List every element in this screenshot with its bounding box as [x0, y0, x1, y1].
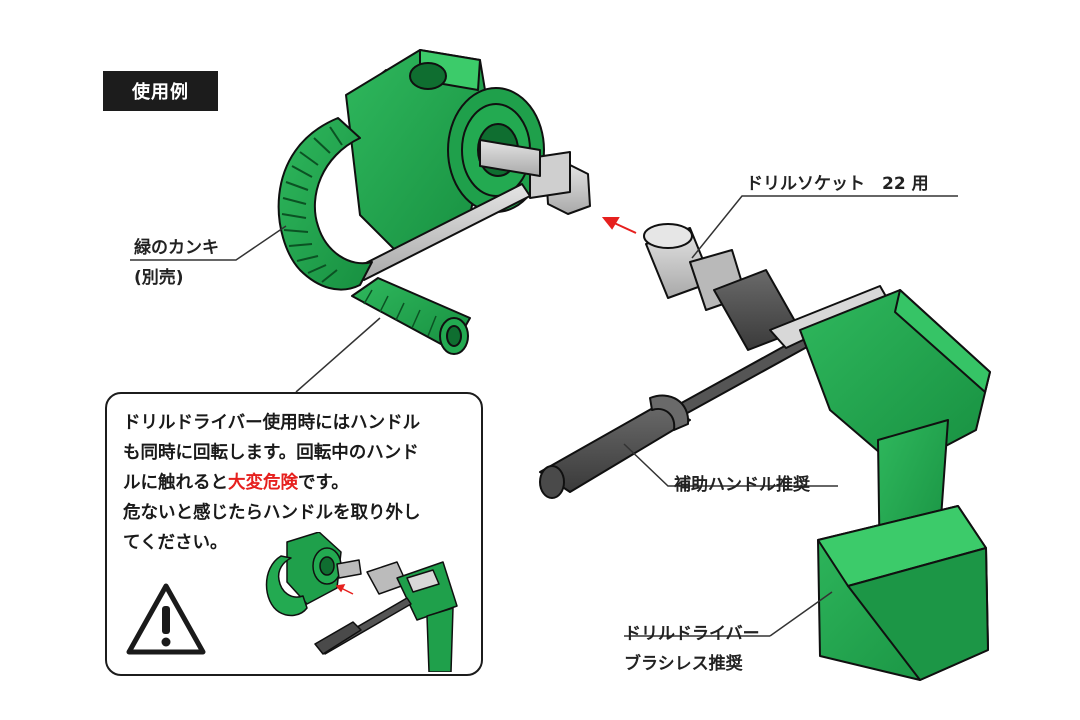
usage-example-tag: 使用例 [103, 71, 218, 111]
brushless-label: ブラシレス推奨 [624, 654, 743, 674]
warning-line-2: も同時に回転します。回転中のハンド [123, 443, 419, 463]
warning-triangle-icon [126, 583, 206, 655]
warning-line-3: ルに触れると大変危険です。 [123, 468, 475, 498]
socket-label: ドリルソケット 22 用 [746, 174, 929, 194]
kanki-tool [277, 49, 591, 355]
kanki-label: 緑のカンキ [134, 238, 219, 258]
kanki-sold-separately-label: (別売) [134, 268, 184, 288]
danger-text: 大変危険 [228, 473, 298, 493]
mini-illustration [265, 532, 458, 672]
drill-driver [539, 223, 991, 681]
warning-line-1: ドリルドライバー使用時にはハンドル [123, 413, 421, 433]
warning-box: ドリルドライバー使用時にはハンドル も同時に回転します。回転中のハンド ルに触れ… [105, 392, 483, 676]
warning-line-3-pre: ルに触れると [123, 473, 228, 493]
insert-arrow-icon [601, 217, 637, 234]
driver-label: ドリルドライバー [624, 624, 760, 644]
warning-line-4: 危ないと感じたらハンドルを取り外し [123, 503, 421, 523]
warning-line-5: てください。 [123, 533, 228, 553]
warning-line-3-post: です。 [298, 473, 349, 493]
warning-text: ドリルドライバー使用時にはハンドル も同時に回転します。回転中のハンド ルに触れ… [123, 408, 475, 558]
aux-handle-label: 補助ハンドル推奨 [674, 475, 810, 495]
